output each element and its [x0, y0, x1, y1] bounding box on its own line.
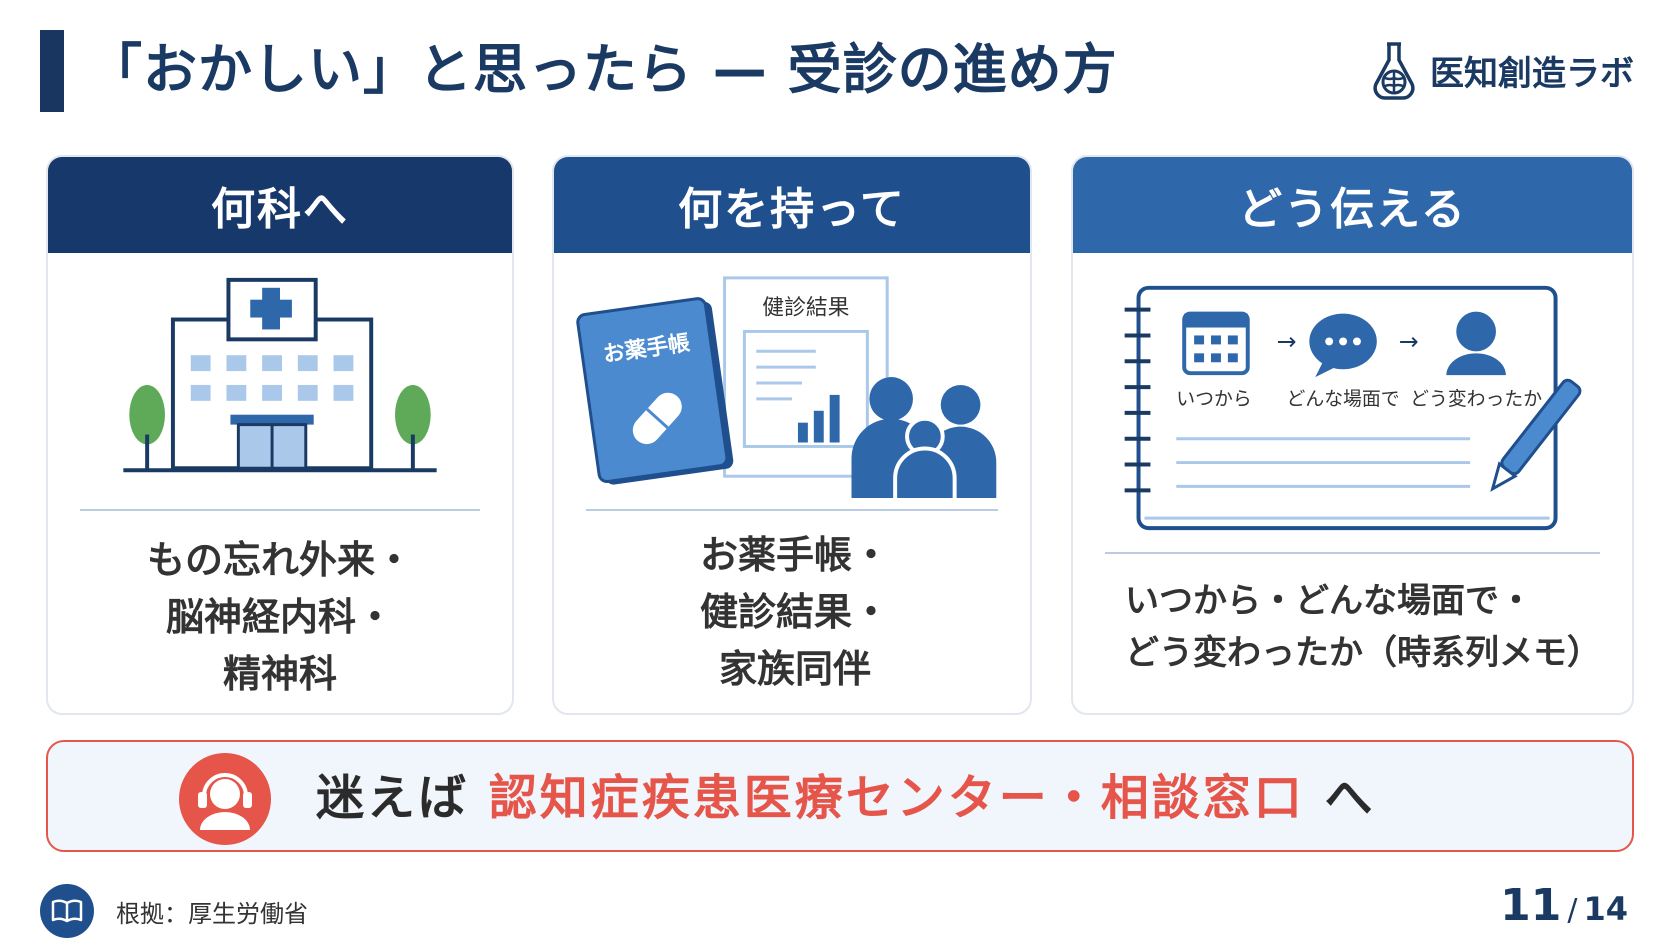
consultation-callout: 迷えば 認知症疾患医療センター・相談窓口 へ [46, 740, 1634, 852]
card-line: お薬手帳・ [699, 533, 890, 577]
notebook-label-how: どう変わったか [1410, 388, 1542, 410]
notebook-label-when: いつから [1176, 388, 1251, 410]
flask-brain-icon [1373, 42, 1415, 100]
title-accent-bar [40, 30, 64, 112]
card-body: いつから・どんな場面で・ どう変わったか（時系列メモ） [1073, 575, 1632, 679]
card-line: 脳神経内科・ [165, 595, 394, 639]
documents-and-family-icon: 健診結果 お薬手帳 [576, 276, 997, 499]
card-heading: 何科へ [48, 157, 512, 253]
card-divider [80, 509, 480, 511]
svg-text:→: → [1277, 327, 1297, 355]
card-line: どう変わったか（時系列メモ） [1125, 633, 1601, 673]
callout-tail: へ [1304, 770, 1376, 826]
brand-name: 医知創造ラボ [1430, 53, 1634, 94]
source-text: 根拠：厚生労働省 [116, 899, 308, 928]
headset-support-icon [179, 753, 271, 845]
page-current: 11 [1500, 880, 1562, 931]
card-heading: 何を持って [554, 157, 1030, 253]
brand-logo: 医知創造ラボ [1370, 40, 1634, 100]
hospital-icon [123, 277, 437, 473]
callout-emphasis: 認知症疾患医療センター・相談窓口 [488, 770, 1305, 826]
card-divider [586, 509, 998, 511]
card-department: 何科へ もの忘れ外来・ 脳神経内科・ 精神科 [46, 155, 514, 715]
book-icon [40, 884, 94, 938]
page-total: 14 [1583, 890, 1628, 928]
card-line: 健診結果・ [699, 590, 890, 634]
notebook-label-where: どんな場面で [1286, 388, 1399, 410]
card-line: もの忘れ外来・ [146, 538, 413, 582]
card-line: 家族同伴 [718, 647, 871, 691]
card-divider [1105, 552, 1600, 554]
page-indicator: 11/14 [1500, 880, 1628, 931]
callout-message: 迷えば 認知症疾患医療センター・相談窓口 へ [316, 768, 1375, 828]
svg-text:→: → [1399, 327, 1419, 355]
card-heading: どう伝える [1073, 157, 1632, 253]
source-note: 根拠：厚生労働省 [40, 884, 308, 938]
report-label: 健診結果 [762, 296, 849, 321]
card-how-to-tell: どう伝える → → いつから どんな場面で どう変わったか いつから・どんな場面… [1071, 155, 1634, 715]
notebook-icon: → → いつから どんな場面で どう変わったか [1124, 285, 1582, 531]
card-line: 精神科 [222, 652, 337, 696]
card-body: お薬手帳・ 健診結果・ 家族同伴 [554, 527, 1030, 698]
callout-lead: 迷えば [316, 770, 489, 826]
card-line: いつから・どんな場面で・ [1125, 581, 1533, 621]
page-title: 「おかしい」と思ったら — 受診の進め方 [88, 38, 1118, 101]
card-body: もの忘れ外来・ 脳神経内科・ 精神科 [48, 532, 512, 703]
page-separator: / [1567, 893, 1578, 928]
card-what-to-bring: 何を持って 健診結果 お薬手帳 お薬手帳・ 健診結果・ 家族同伴 [552, 155, 1032, 715]
